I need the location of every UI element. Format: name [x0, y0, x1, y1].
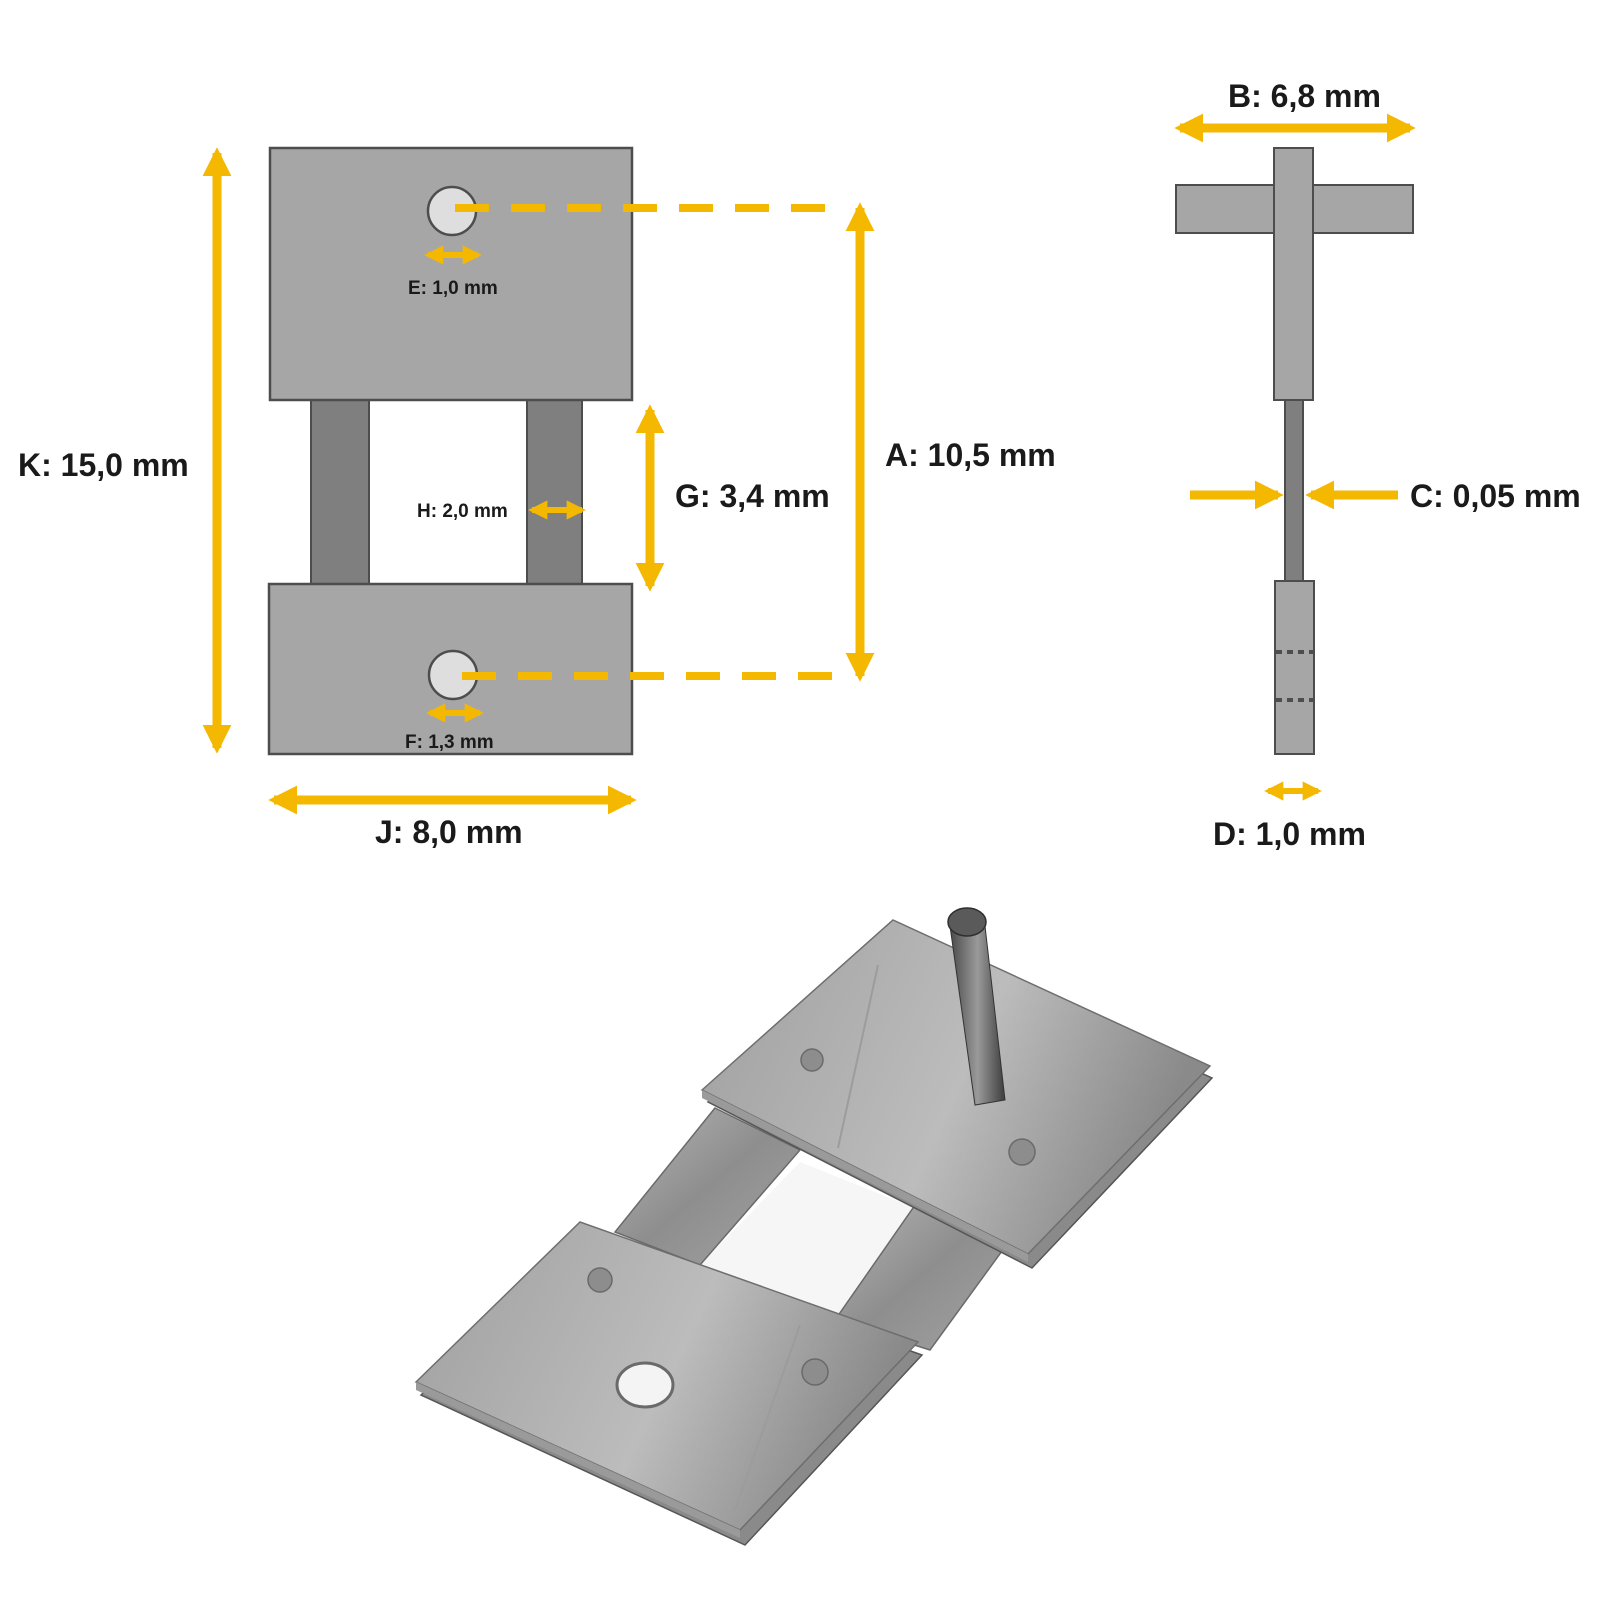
photo-lower-hole [615, 1361, 675, 1409]
side-view [1175, 147, 1414, 755]
label-c: C: 0,05 mm [1410, 478, 1581, 514]
front-view [267, 146, 634, 756]
leader-lines [455, 204, 838, 680]
label-e: E: 1,0 mm [408, 278, 498, 299]
label-f: F: 1,3 mm [405, 732, 494, 753]
right-spring-bar [526, 397, 583, 585]
side-upper-block [1273, 147, 1314, 401]
label-b: B: 6,8 mm [1228, 78, 1381, 114]
left-spring-bar [310, 397, 370, 585]
dimension-arrows [202, 113, 1416, 815]
label-k: K: 15,0 mm [18, 447, 189, 483]
product-photo [414, 907, 1214, 1546]
label-g: G: 3,4 mm [675, 478, 830, 514]
side-spring [1284, 399, 1304, 585]
dimension-labels: K: 15,0 mm J: 8,0 mm A: 10,5 mm G: 3,4 m… [18, 78, 1581, 852]
label-h: H: 2,0 mm [417, 501, 508, 522]
label-j: J: 8,0 mm [375, 814, 523, 850]
side-lower-block [1274, 580, 1315, 755]
label-d: D: 1,0 mm [1213, 816, 1366, 852]
label-a: A: 10,5 mm [885, 437, 1056, 473]
